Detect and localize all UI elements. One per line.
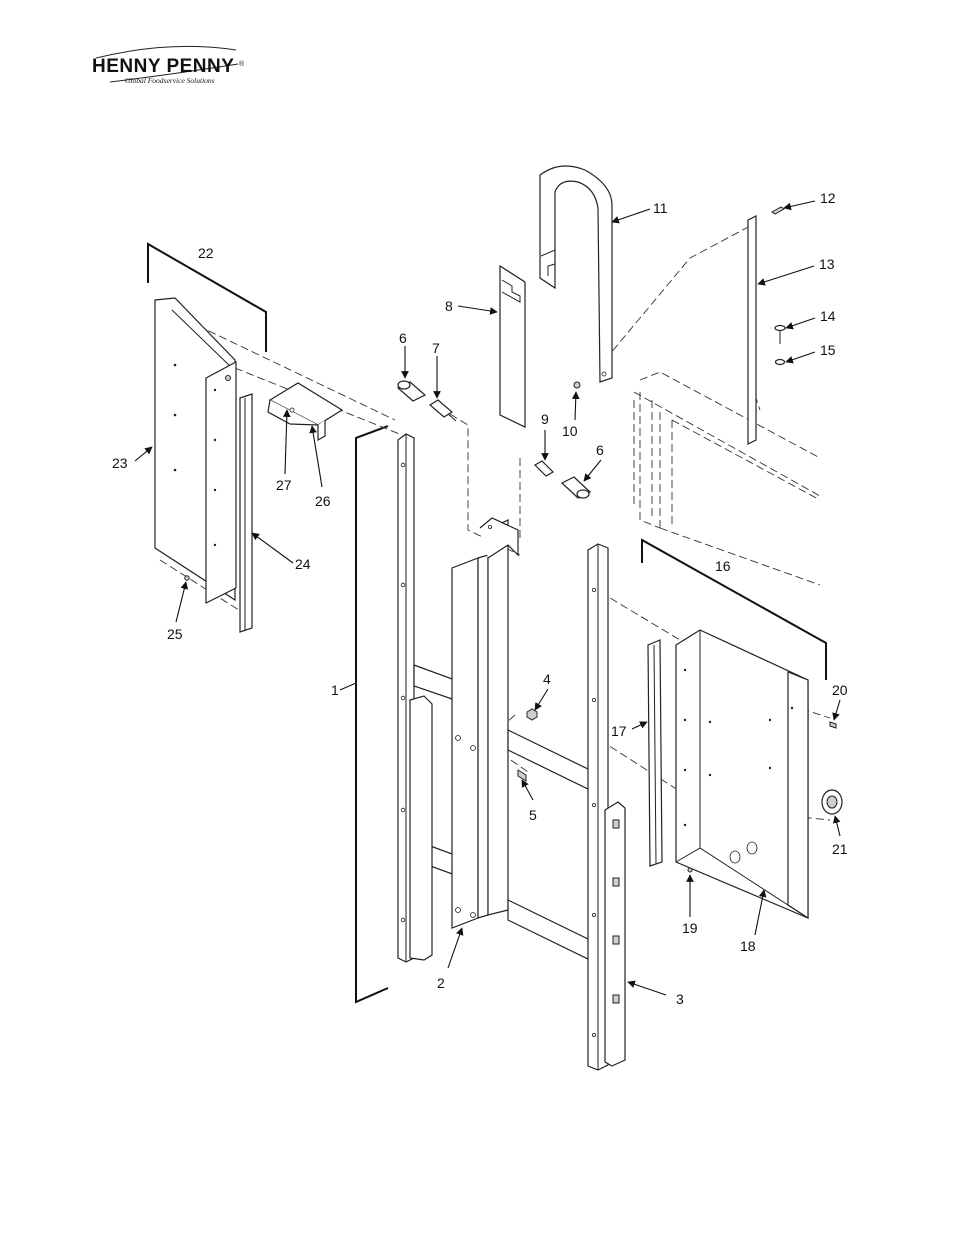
part-3-right-frame <box>588 544 625 1070</box>
part-14-bolt <box>775 326 785 345</box>
callout-11: 11 <box>653 200 668 216</box>
logo-tagline: Global Foodservice Solutions <box>125 76 215 85</box>
part-6-spacer-lower <box>562 477 590 498</box>
callout-22: 22 <box>198 245 214 261</box>
callout-26: 26 <box>315 493 331 509</box>
part-25-screw <box>185 576 189 580</box>
callout-24: 24 <box>295 556 311 572</box>
callout-7: 7 <box>432 340 440 356</box>
part-18-right-side-panel <box>676 630 808 918</box>
callout-4: 4 <box>543 671 551 687</box>
callout-19: 19 <box>682 920 698 936</box>
callout-6-upper: 6 <box>399 330 407 346</box>
callout-27: 27 <box>276 477 292 493</box>
part-2-center-channel <box>452 518 518 928</box>
callout-8: 8 <box>445 298 453 314</box>
part-24-inner-panel <box>206 362 252 632</box>
callout-15: 15 <box>820 342 836 358</box>
part-1-left-frame <box>398 434 455 962</box>
part-26-mounting-bracket <box>268 383 342 440</box>
part-7-pin <box>430 400 456 421</box>
callout-17: 17 <box>611 723 627 739</box>
callout-3: 3 <box>676 991 684 1007</box>
part-27-screw <box>226 376 231 381</box>
part-10-washer <box>574 382 580 388</box>
callout-9: 9 <box>541 411 549 427</box>
part-12-screw <box>772 207 784 214</box>
frame-cross-members <box>508 730 590 960</box>
part-17-trim-strip <box>648 640 662 866</box>
callout-16: 16 <box>715 558 731 574</box>
part-6-spacer-upper <box>398 381 425 401</box>
callout-2: 2 <box>437 975 445 991</box>
part-21-grommet <box>822 790 842 814</box>
callout-13: 13 <box>819 256 835 272</box>
henny-penny-logo: HENNY PENNY ® Global Foodservice Solutio… <box>92 46 245 85</box>
part-15-washer <box>776 360 785 365</box>
part-13-vertical-bar <box>748 216 756 444</box>
part-5-bolt <box>518 770 526 781</box>
part-4-nut <box>527 709 537 720</box>
callout-14: 14 <box>820 308 836 324</box>
part-8-cover-plate <box>500 266 525 427</box>
callout-21: 21 <box>832 841 848 857</box>
fryer-outline <box>634 372 820 585</box>
callout-6-lower: 6 <box>596 442 604 458</box>
callout-12: 12 <box>820 190 836 206</box>
callout-20: 20 <box>832 682 848 698</box>
part-19-screw <box>688 868 692 872</box>
part-9-pin <box>535 461 553 476</box>
callout-25: 25 <box>167 626 183 642</box>
callout-23: 23 <box>112 455 128 471</box>
callout-18: 18 <box>740 938 756 954</box>
callout-5: 5 <box>529 807 537 823</box>
part-20-screw <box>830 722 836 728</box>
bracket-group-1 <box>356 426 388 1002</box>
callout-1: 1 <box>331 682 339 698</box>
callout-10: 10 <box>562 423 578 439</box>
logo-name: HENNY PENNY <box>92 56 234 77</box>
logo-registered-mark: ® <box>239 60 245 68</box>
part-11-u-shield <box>540 166 612 382</box>
